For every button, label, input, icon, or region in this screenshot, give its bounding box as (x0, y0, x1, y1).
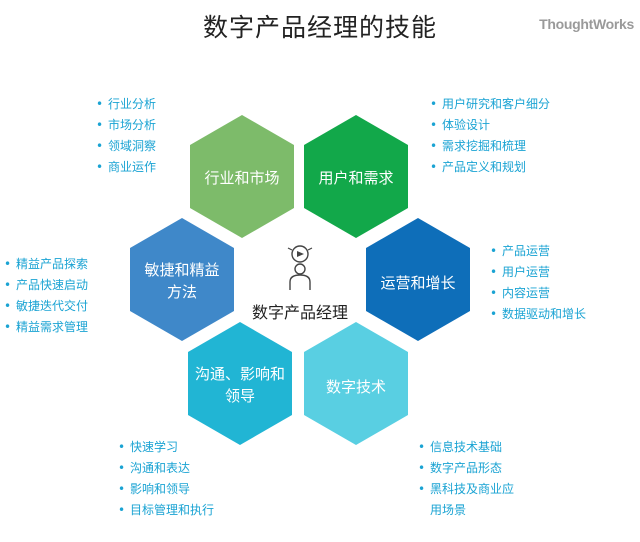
list-item: 敏捷迭代交付 (2, 296, 88, 317)
list-item: 领域洞察 (94, 136, 156, 157)
industry-skill-list: 行业分析 市场分析 领域洞察 商业运作 (94, 94, 156, 178)
list-item: 产品定义和规划 (428, 157, 550, 178)
list-item: 产品快速启动 (2, 275, 88, 296)
list-item: 数据驱动和增长 (488, 304, 586, 325)
list-item: 精益需求管理 (2, 317, 88, 338)
list-item: 黑科技及商业应 (416, 479, 514, 500)
list-item: 体验设计 (428, 115, 550, 136)
hex-agile-label-line1: 敏捷和精益 (144, 261, 220, 279)
hex-user-label: 用户和需求 (318, 169, 394, 187)
center-label: 数字产品经理 (251, 303, 349, 322)
hex-user-needs (304, 115, 408, 238)
hex-comm-label-line1: 沟通、影响和 (194, 365, 285, 383)
hex-comm-label-line2: 领导 (224, 387, 255, 405)
product-manager-icon (287, 245, 313, 290)
hex-industry-label: 行业和市场 (204, 169, 280, 187)
hex-agile-label-line2: 方法 (166, 283, 197, 301)
list-item: 目标管理和执行 (116, 500, 214, 521)
hex-ops-label: 运营和增长 (380, 274, 456, 292)
list-item: 行业分析 (94, 94, 156, 115)
list-item: 用户研究和客户细分 (428, 94, 550, 115)
list-item: 内容运营 (488, 283, 586, 304)
list-item: 沟通和表达 (116, 458, 214, 479)
tech-skill-list: 信息技术基础 数字产品形态 黑科技及商业应 用场景 (416, 437, 514, 521)
list-item: 快速学习 (116, 437, 214, 458)
list-item: 商业运作 (94, 157, 156, 178)
hex-industry-market (190, 115, 294, 238)
list-item: 产品运营 (488, 241, 586, 262)
list-item: 用场景 (430, 503, 467, 517)
hex-ops-growth (366, 218, 470, 341)
hex-agile-label: 敏捷和精益 方法 (107, 259, 257, 303)
list-item: 需求挖掘和梳理 (428, 136, 550, 157)
brand-logo: ThoughtWorks (539, 16, 634, 32)
list-item: 数字产品形态 (416, 458, 514, 479)
list-item: 影响和领导 (116, 479, 214, 500)
user-skill-list: 用户研究和客户细分 体验设计 需求挖掘和梳理 产品定义和规划 (428, 94, 550, 178)
hex-communication (188, 322, 292, 445)
list-item: 信息技术基础 (416, 437, 514, 458)
hex-comm-label: 沟通、影响和 领导 (165, 363, 315, 407)
list-item: 市场分析 (94, 115, 156, 136)
hex-tech-label: 数字技术 (325, 378, 386, 396)
hex-agile-lean (130, 218, 234, 341)
list-item: 精益产品探索 (2, 254, 88, 275)
page-title: 数字产品经理的技能 (202, 13, 437, 42)
agile-skill-list: 精益产品探索 产品快速启动 敏捷迭代交付 精益需求管理 (2, 254, 88, 338)
comm-skill-list: 快速学习 沟通和表达 影响和领导 目标管理和执行 (116, 437, 214, 521)
hex-digital-tech (304, 322, 408, 445)
ops-skill-list: 产品运营 用户运营 内容运营 数据驱动和增长 (488, 241, 586, 325)
list-item: 用户运营 (488, 262, 586, 283)
